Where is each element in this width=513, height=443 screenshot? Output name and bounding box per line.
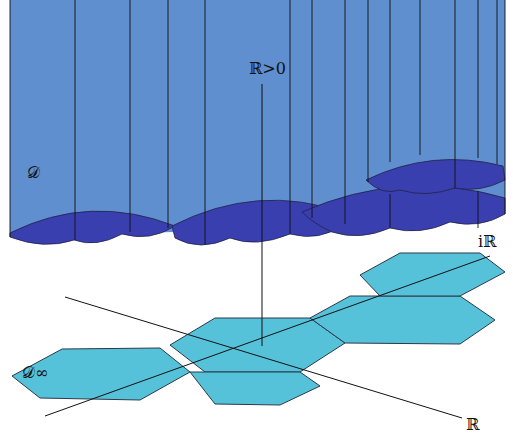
domain-cap — [10, 211, 175, 244]
axis-label: ℝ>0 — [249, 60, 286, 78]
domain-label: 𝒟 — [27, 164, 40, 182]
tile-label: 𝒟∞ — [22, 364, 48, 382]
axis-label: iℝ — [478, 233, 496, 251]
axes — [45, 84, 490, 418]
axis-label: ℝ — [466, 416, 479, 434]
domain-cap — [366, 160, 505, 194]
domain-cap — [302, 186, 505, 236]
hexagon-tiles — [12, 253, 505, 405]
column-edges — [10, 0, 505, 245]
